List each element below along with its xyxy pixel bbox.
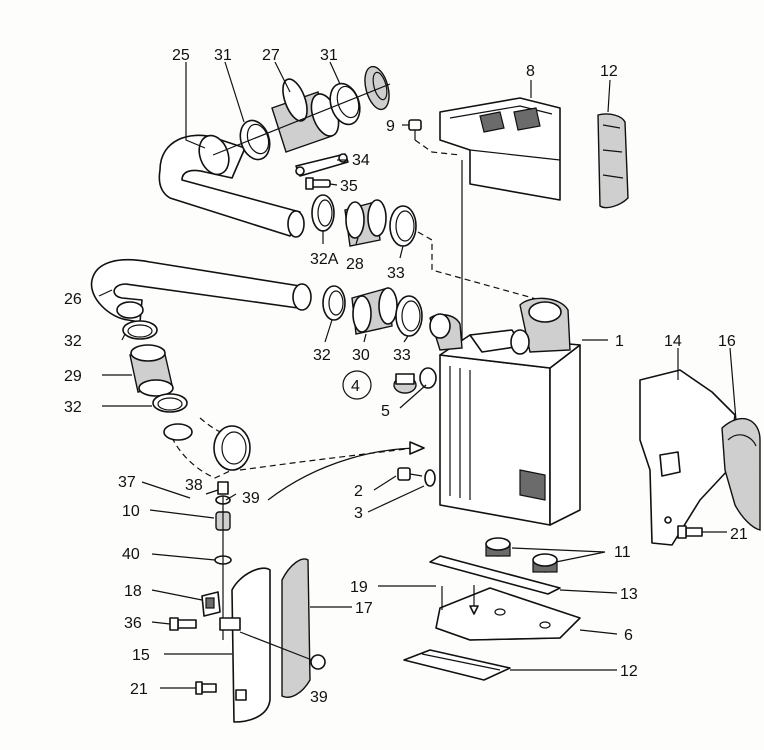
callout-32-left-top: 32: [64, 333, 82, 350]
air-duct-8: [439, 97, 561, 201]
callout-26: 26: [64, 291, 82, 308]
temp-sensor-4: [393, 373, 417, 394]
callout-9: 9: [386, 118, 395, 135]
end-connector: [364, 65, 390, 111]
callout-1: 1: [615, 333, 624, 350]
callout-12-upper: 12: [600, 63, 618, 80]
bolt-36: [169, 617, 197, 631]
hose-clamp-33-lower: [395, 295, 423, 337]
callout-29: 29: [64, 368, 82, 385]
bracket-34: [295, 153, 349, 177]
throttle-elbow-dashed: [163, 417, 251, 479]
callout-33-lower: 33: [393, 347, 411, 364]
callout-36: 36: [124, 615, 142, 632]
callout-32A: 32A: [310, 251, 339, 268]
screw-9: [408, 119, 422, 140]
leader-dashed-9: [414, 139, 461, 156]
leader-dashed-33: [417, 231, 541, 301]
callout-17: 17: [355, 600, 373, 617]
callout-labels: 25 31 27 31 8 12 9 34 35 32A 28 33 26 32…: [64, 47, 748, 706]
screw-21-right: [677, 525, 703, 539]
callout-circle-4: [342, 370, 372, 400]
callout-6: 6: [624, 627, 633, 644]
hose-clamp-32-bottom: [152, 393, 188, 413]
assembly-arrow-head: [409, 441, 425, 455]
hose-sleeve-30: [351, 287, 398, 335]
lower-intake-pipe: [90, 258, 312, 323]
callout-27: 27: [262, 47, 280, 64]
washer-3: [424, 469, 436, 487]
callout-4: 4: [351, 378, 360, 395]
fastener-stack: [214, 481, 232, 640]
callout-32-left-bottom: 32: [64, 399, 82, 416]
bolt-35: [305, 177, 331, 190]
seal-ring-5: [419, 367, 437, 389]
intercooler-core: [429, 297, 581, 526]
screw-21-left: [195, 681, 217, 695]
rubber-mount-11-right: [532, 553, 558, 573]
callout-33-upper: 33: [387, 265, 405, 282]
rubber-mount-11-left: [485, 537, 511, 557]
assembly-arrow: [267, 447, 421, 501]
callout-40: 40: [122, 546, 140, 563]
mounting-tray-6: [435, 587, 581, 641]
callout-25: 25: [172, 47, 190, 64]
callout-28: 28: [346, 256, 364, 273]
callout-12-lower: 12: [620, 663, 638, 680]
leader-lines: [98, 61, 737, 689]
callout-38: 38: [185, 477, 203, 494]
side-cover-14: [639, 369, 736, 546]
tray-arrow-head: [469, 605, 479, 615]
hose-sleeve-29: [129, 344, 174, 397]
guide-plate-12-lower: [403, 649, 511, 681]
splash-shield-15: [219, 567, 271, 723]
nut-39-lower: [239, 631, 326, 670]
callout-31-right: 31: [320, 47, 338, 64]
callout-37: 37: [118, 474, 136, 491]
hose-clamp-32A: [311, 194, 335, 232]
hose-sleeve-27: [271, 78, 340, 153]
hose-clamp-32-mid: [322, 285, 346, 321]
callout-15: 15: [132, 647, 150, 664]
callout-39-upper: 39: [242, 490, 260, 507]
callout-11: 11: [614, 544, 631, 561]
callout-35: 35: [340, 178, 358, 195]
clip-18: [201, 591, 221, 617]
side-cover-16: [721, 417, 761, 531]
callout-34: 34: [352, 152, 370, 169]
hose-sleeve-28: [344, 199, 387, 247]
callout-5: 5: [381, 403, 390, 420]
guard-17: [281, 558, 311, 698]
callout-19: 19: [350, 579, 368, 596]
mounting-bracket-13: [429, 555, 561, 595]
callout-8: 8: [526, 63, 535, 80]
callout-32-mid: 32: [313, 347, 331, 364]
callout-21-left: 21: [130, 681, 148, 698]
callout-3: 3: [354, 505, 363, 522]
callout-16: 16: [718, 333, 736, 350]
callout-10: 10: [122, 503, 140, 520]
hose-clamp-31-left: [239, 119, 271, 161]
screw-2: [397, 467, 423, 481]
center-axis-upper: [212, 83, 391, 156]
hose-clamp-32-top: [122, 320, 158, 340]
callout-31-left: 31: [214, 47, 232, 64]
callout-13: 13: [620, 586, 638, 603]
callout-21-right: 21: [730, 526, 748, 543]
callout-39-lower: 39: [310, 689, 328, 706]
callout-14: 14: [664, 333, 682, 350]
assembly-dashed-guide: [239, 447, 415, 471]
baffle-12-upper: [597, 113, 629, 209]
callout-2: 2: [354, 483, 363, 500]
callout-30: 30: [352, 347, 370, 364]
hose-clamp-31-right: [329, 82, 361, 126]
hose-clamp-33-upper: [389, 205, 417, 247]
callout-18: 18: [124, 583, 142, 600]
